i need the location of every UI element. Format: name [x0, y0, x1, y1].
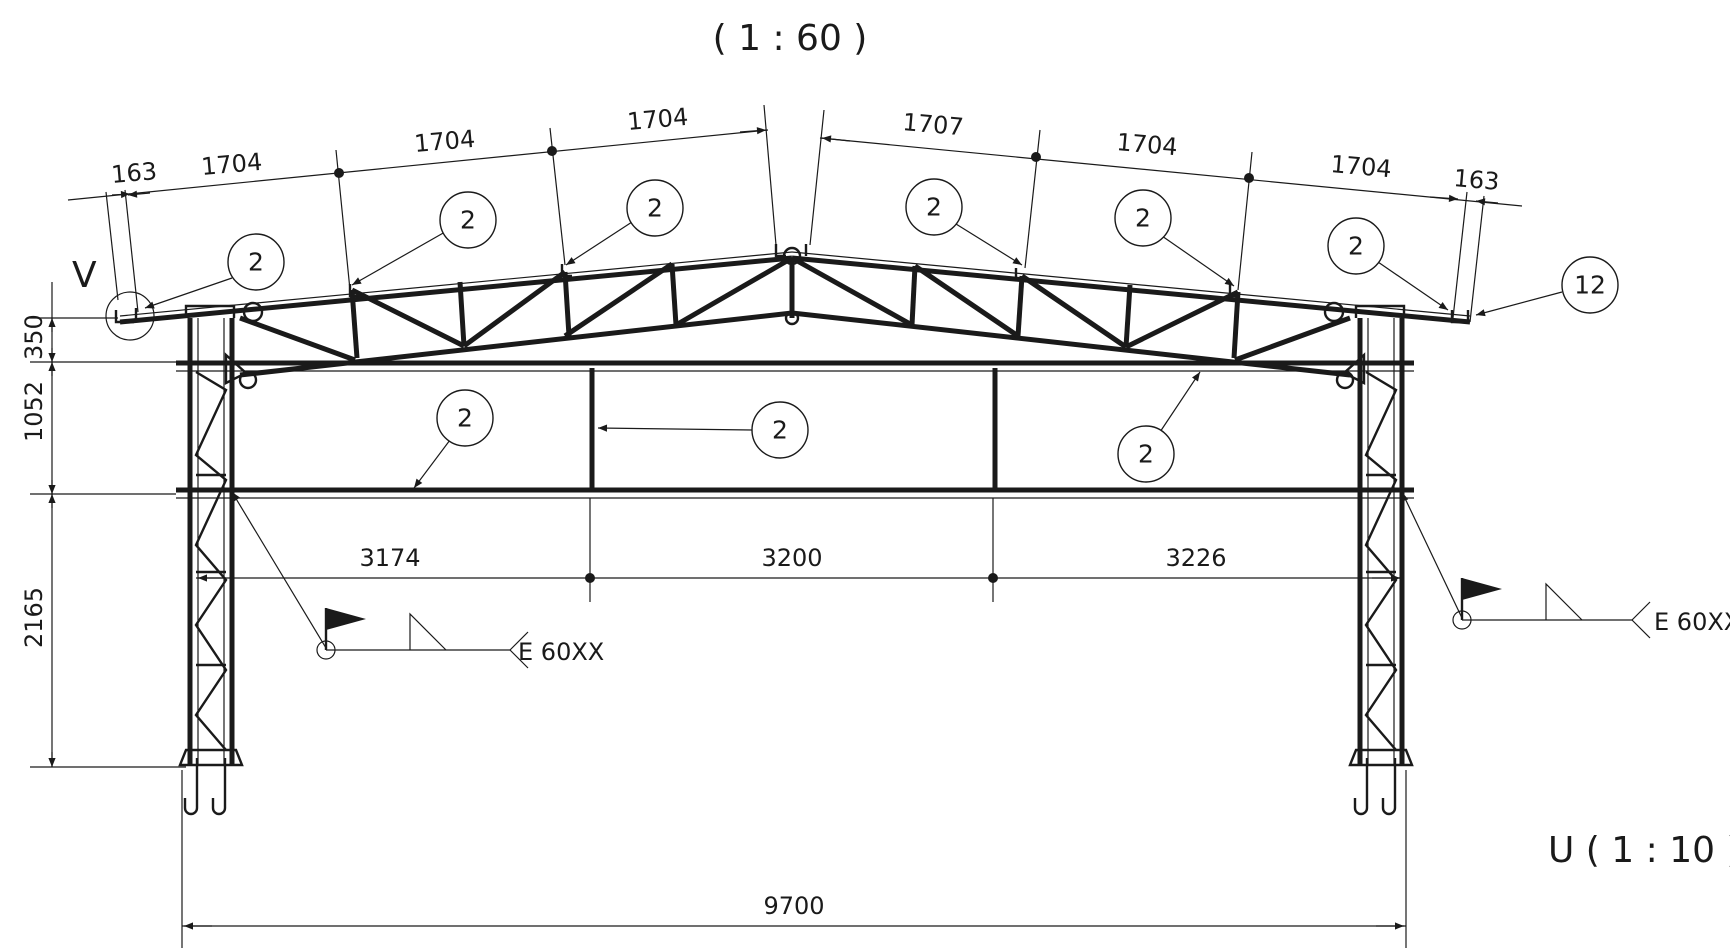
lower-beam	[176, 487, 1414, 499]
part-label-10: 2	[1138, 440, 1154, 469]
vertical-dim-350: 350	[20, 314, 48, 360]
part-label-6: 2	[1348, 232, 1364, 261]
roof-dim-right-1: 1707	[901, 108, 964, 141]
scale-title: ( 1 : 60 )	[713, 18, 868, 59]
vertical-dim-1052: 1052	[20, 381, 48, 442]
part-callouts: 2 2 2 2 2 2 2 12 2 2	[144, 178, 1619, 489]
part-label-2: 2	[460, 206, 476, 235]
weld-symbol-left: E 60XX	[231, 491, 604, 669]
roof-dim-left-3: 1704	[413, 125, 476, 158]
roof-dim-left-2: 1704	[200, 148, 263, 181]
part-label-1: 2	[248, 248, 264, 277]
detail-v-label: V	[72, 255, 97, 296]
roof-dim-right-4: 163	[1452, 164, 1500, 196]
roof-truss	[114, 244, 1471, 390]
vertical-dimensions: 350 1052 2165	[20, 282, 186, 768]
part-label-3: 2	[647, 194, 663, 223]
roof-dimension-chain: 163 1704 1704 1704 1707 1704 1704 163	[67, 103, 1523, 323]
bay-dimensions: 3174 3200 3226	[196, 498, 1400, 602]
bay-dim-3: 3226	[1165, 544, 1226, 572]
bay-dim-1: 3174	[359, 544, 420, 572]
detail-u-scale: U ( 1 : 10 )	[1548, 830, 1730, 871]
upper-beam	[176, 360, 1414, 372]
roof-dim-left-4: 1704	[626, 103, 689, 136]
span-dimension: 9700	[181, 770, 1407, 948]
span-dim-label: 9700	[763, 892, 824, 920]
part-label-7: 2	[457, 404, 473, 433]
roof-dim-left-1: 163	[110, 157, 158, 189]
roof-dim-right-3: 1704	[1329, 150, 1392, 183]
right-column	[1341, 304, 1414, 816]
weld-symbol-right: E 60XX	[1401, 491, 1730, 639]
roof-dim-right-2: 1704	[1115, 128, 1178, 161]
bay-dim-2: 3200	[761, 544, 822, 572]
left-column	[178, 304, 249, 816]
part-label-8: 12	[1574, 271, 1606, 300]
vertical-dim-2165: 2165	[20, 587, 48, 648]
part-label-4: 2	[926, 193, 942, 222]
part-label-9: 2	[772, 416, 788, 445]
weld-left-text: E 60XX	[518, 638, 604, 666]
part-label-5: 2	[1135, 204, 1151, 233]
detail-v-marker: V	[72, 255, 155, 341]
weld-right-text: E 60XX	[1654, 608, 1730, 636]
inner-posts	[589, 368, 998, 490]
